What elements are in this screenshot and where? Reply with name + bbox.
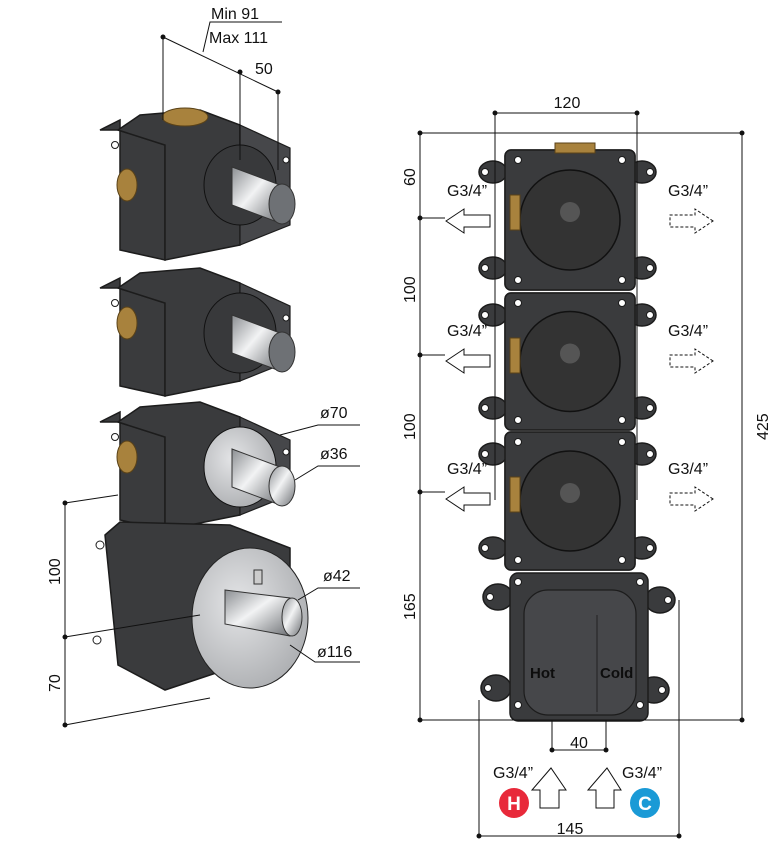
outlet-right-arrow-dashed-icon [669, 208, 714, 234]
outlet-left-label: G3/4” [447, 461, 487, 478]
width-145-label: 145 [557, 821, 584, 838]
dia-70-label: ø70 [320, 405, 348, 422]
hot-label: Hot [530, 665, 555, 682]
brass-plug-icon [116, 168, 138, 202]
outlet-right-label: G3/4” [668, 323, 708, 340]
outlet-left-arrow-icon [445, 348, 491, 374]
front-thermostat-module [480, 572, 676, 722]
inlet-hot-label: G3/4” [493, 765, 533, 782]
cold-badge-icon: C [630, 788, 660, 818]
isometric-view [92, 107, 309, 691]
front-valve-module [478, 431, 657, 571]
inlet-cold-arrow-icon [586, 767, 622, 809]
outlet-left-label: G3/4” [447, 323, 487, 340]
svg-text:C: C [638, 794, 652, 815]
dia-42-label: ø42 [323, 568, 351, 585]
depth-min-label: Min 91 [211, 6, 259, 23]
dim-60-label: 60 [402, 168, 419, 186]
depth-max-label: Max 111 [209, 30, 268, 47]
inlet-spacing-label: 40 [570, 735, 588, 752]
outlet-right-label: G3/4” [668, 461, 708, 478]
left-dimension-lines [62, 21, 360, 728]
outlet-left-arrow-icon [445, 486, 491, 512]
front-valve-module [478, 149, 657, 291]
right-dimension-lines [417, 110, 745, 839]
dia-36-label: ø36 [320, 446, 348, 463]
iso-valve-module [99, 267, 296, 397]
front-valve-module [478, 292, 657, 431]
inlet-cold-label: G3/4” [622, 765, 662, 782]
outlet-right-label: G3/4” [668, 183, 708, 200]
front-view [478, 142, 676, 722]
hot-badge-icon: H [499, 788, 529, 818]
dim-50-label: 50 [255, 61, 273, 78]
dim-100-b-label: 100 [402, 413, 419, 440]
dim-70-label: 70 [47, 674, 64, 692]
dim-100-a-label: 100 [402, 276, 419, 303]
svg-text:H: H [507, 794, 521, 815]
iso-valve-module [99, 401, 296, 531]
brass-top-plug-icon [554, 142, 596, 154]
width-120-label: 120 [554, 95, 581, 112]
dim-100-left-label: 100 [47, 558, 64, 585]
cold-label: Cold [600, 665, 633, 682]
outlet-markers: G3/4” G3/4” G3/4” G3/4” G3/4” G3/4” [445, 183, 714, 512]
outlet-left-label: G3/4” [447, 183, 487, 200]
inlet-hot-arrow-icon [530, 767, 567, 809]
brass-plug-icon [116, 306, 138, 340]
outlet-left-arrow-icon [445, 208, 491, 234]
brass-plug-icon [116, 440, 138, 474]
outlet-right-arrow-dashed-icon [669, 486, 714, 512]
dim-165-label: 165 [402, 593, 419, 620]
height-425-label: 425 [755, 413, 772, 440]
dia-116-label: ø116 [317, 644, 352, 661]
outlet-right-arrow-dashed-icon [669, 348, 714, 374]
brass-top-plug-icon [161, 107, 209, 127]
iso-valve-module [99, 109, 296, 261]
iso-thermostat-module [92, 521, 309, 691]
